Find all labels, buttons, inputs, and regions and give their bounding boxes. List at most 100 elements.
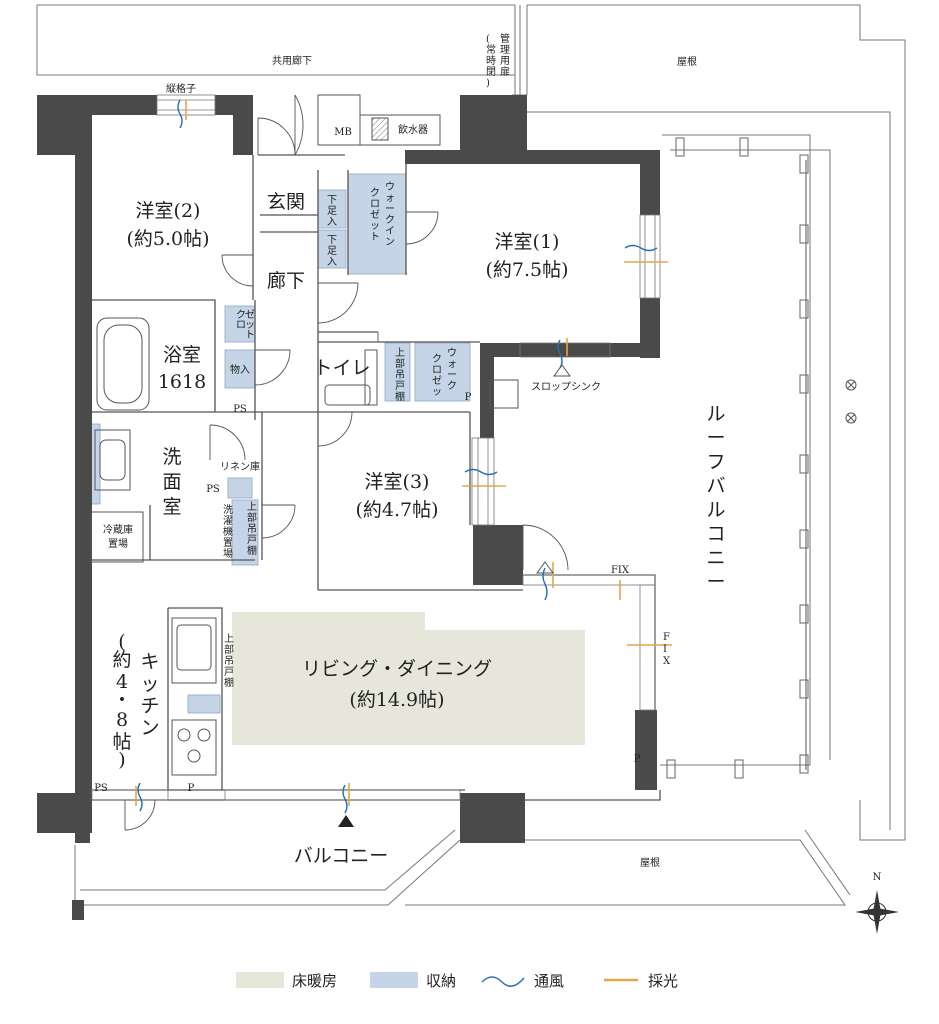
svg-text:吊: 吊 <box>224 655 234 667</box>
toilet-fixture <box>324 384 371 406</box>
legend-daylight-label: 採光 <box>648 972 678 990</box>
svg-text:ロ: ロ <box>370 199 380 210</box>
western-room-2-name: 洋室(2) <box>136 200 201 222</box>
roof-top-label: 屋根 <box>677 55 697 68</box>
svg-text:バ: バ <box>706 475 725 497</box>
wash-basin <box>94 429 131 491</box>
svg-text:X: X <box>663 656 671 667</box>
shoe-storage-2-label: 下 足 入 <box>327 235 337 268</box>
storage-label: 物入 <box>230 363 250 376</box>
svg-text:置: 置 <box>223 537 233 549</box>
toilet-name: トイレ <box>313 357 370 379</box>
upper-cabinet-wash-area <box>231 499 259 566</box>
common-corridor-label: 共用廊下 <box>272 54 312 67</box>
upper-cabinet-wash-label: 上 部 吊 戸 棚 <box>247 501 257 557</box>
western-room-1-size: (約7.5帖) <box>485 259 568 281</box>
svg-text:I: I <box>663 644 667 655</box>
svg-text:洗: 洗 <box>223 504 233 516</box>
western-room-1-name: 洋室(1) <box>495 231 560 253</box>
svg-text:ッ: ッ <box>140 673 159 695</box>
burner-1 <box>177 728 191 742</box>
svg-text:棚: 棚 <box>395 390 405 403</box>
ps-label-2: PS <box>206 484 220 495</box>
upper-cabinet-kitchen-label: 上 部 吊 戸 棚 <box>224 633 234 689</box>
svg-text:ク: ク <box>432 353 442 365</box>
svg-text:常: 常 <box>486 43 496 56</box>
svg-text:戸: 戸 <box>247 534 257 546</box>
svg-text:): ) <box>486 78 490 89</box>
svg-text:ッ: ッ <box>245 320 255 331</box>
legend-floor-heating-swatch <box>236 972 284 988</box>
bath-name: 浴室 <box>163 344 201 366</box>
svg-text:扉: 扉 <box>500 65 510 78</box>
water-heater-label: 飲水器 <box>398 123 428 136</box>
bathtub <box>96 317 150 411</box>
legend-storage-label: 収納 <box>426 972 456 990</box>
svg-text:ト: ト <box>370 232 380 243</box>
ps-label-1: PS <box>233 404 247 415</box>
fridge-area-label: 冷蔵庫 <box>103 523 133 536</box>
svg-text:ゼ: ゼ <box>370 209 380 221</box>
bathtub-inner <box>103 324 143 404</box>
legend-ventilation-label: 通風 <box>534 972 564 990</box>
walkin-closet-3-area <box>414 342 471 402</box>
svg-text:コ: コ <box>706 523 725 545</box>
svg-text:下: 下 <box>327 235 337 246</box>
svg-text:場: 場 <box>223 547 233 560</box>
svg-text:ト: ト <box>245 330 255 341</box>
legend-storage-swatch <box>370 972 418 988</box>
stove <box>171 719 217 776</box>
svg-text:イ: イ <box>385 226 395 237</box>
svg-text:時: 時 <box>486 55 496 67</box>
svg-text:ゼ: ゼ <box>245 309 255 321</box>
svg-text:上: 上 <box>247 501 257 513</box>
closet-label: ク ロ ゼ ッ ト <box>236 309 255 341</box>
svg-text:ク: ク <box>447 380 457 392</box>
svg-text:ク: ク <box>236 309 246 321</box>
fixtures <box>90 94 857 776</box>
svg-text:ッ: ッ <box>432 387 442 398</box>
svg-text:戸: 戸 <box>224 666 234 678</box>
svg-text:ル: ル <box>706 403 725 425</box>
living-size: (約14.9帖) <box>349 689 444 711</box>
floor-heating-area <box>232 612 585 745</box>
living-name: リビング・ダイニング <box>302 658 492 680</box>
linen-storage-area <box>227 477 253 499</box>
kitchen-name: キ ッ チ ン <box>140 651 159 739</box>
fridge-space <box>90 511 144 563</box>
svg-text:部: 部 <box>247 511 257 524</box>
corridor-name: 廊下 <box>267 270 305 292</box>
western-room-2-size: (約5.0帖) <box>126 228 209 250</box>
windows <box>91 94 661 801</box>
triangle-markers <box>338 364 571 827</box>
svg-text:棚: 棚 <box>247 544 257 557</box>
svg-text:ン: ン <box>140 717 159 739</box>
p-label-2: P <box>634 754 641 765</box>
svg-text:室: 室 <box>162 496 181 518</box>
fridge-place-label: 置場 <box>108 537 128 550</box>
svg-text:・: ・ <box>112 689 131 711</box>
water-heater-box <box>359 114 441 146</box>
svg-text:ロ: ロ <box>432 365 442 376</box>
svg-text:キ: キ <box>140 651 159 673</box>
svg-text:上: 上 <box>224 633 234 645</box>
p-label-3: P <box>188 783 195 794</box>
burner-3 <box>187 749 201 763</box>
shoe-storage-1-label: 下 足 入 <box>327 195 337 228</box>
svg-text:吊: 吊 <box>247 523 257 535</box>
upper-cabinet-toilet-area <box>384 342 411 402</box>
bath-size: 1618 <box>158 371 206 393</box>
svg-text:ニ: ニ <box>706 547 725 569</box>
svg-text:濯: 濯 <box>223 515 233 527</box>
svg-text:理: 理 <box>500 44 510 56</box>
svg-text:フ: フ <box>706 451 725 473</box>
svg-text:ク: ク <box>370 187 380 199</box>
svg-text:8: 8 <box>116 709 128 731</box>
vertical-lattice-label: 縦格子 <box>166 82 196 95</box>
fix-label-1: FIX <box>611 565 630 576</box>
toilet-tank <box>364 349 378 406</box>
north-label: N <box>873 872 882 883</box>
svg-text:ォ: ォ <box>447 359 457 370</box>
svg-text:ー: ー <box>706 427 725 449</box>
